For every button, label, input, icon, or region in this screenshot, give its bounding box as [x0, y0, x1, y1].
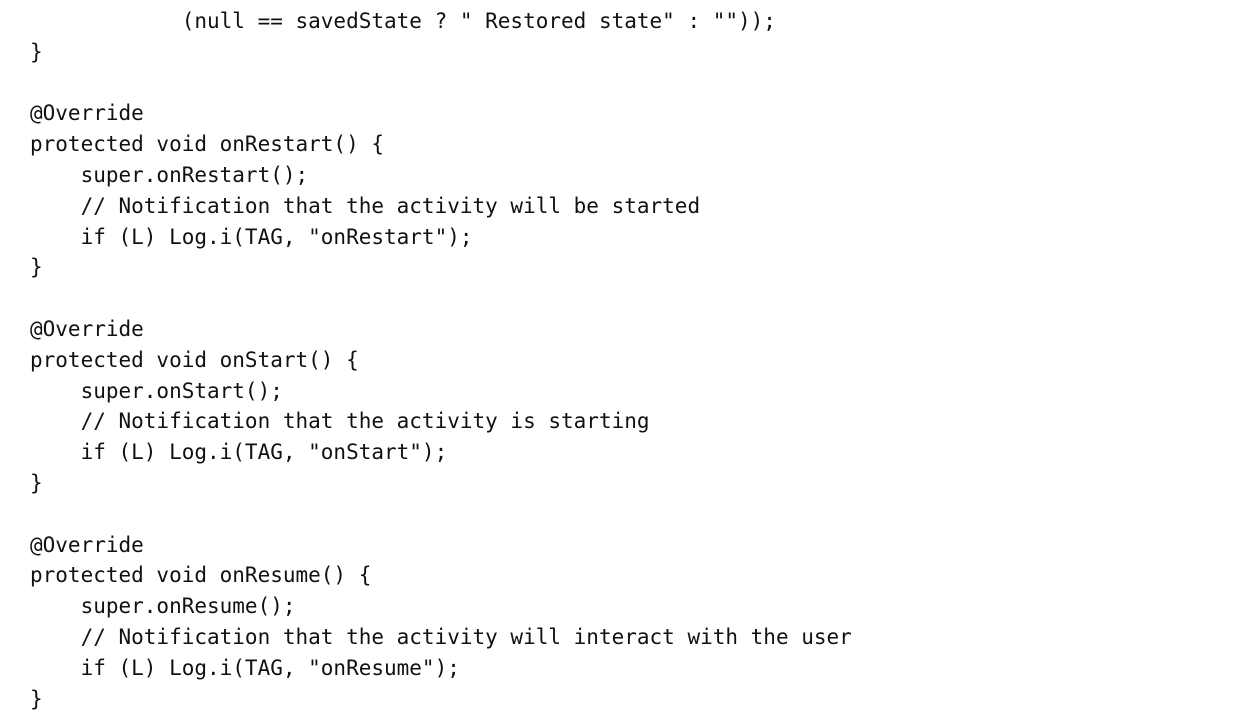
- code-line-closing-brace: }: [30, 686, 43, 711]
- code-line-log-onrestart: if (L) Log.i(TAG, "onRestart");: [30, 224, 473, 249]
- code-line-log-onresume: if (L) Log.i(TAG, "onResume");: [30, 655, 460, 680]
- code-line-closing-brace: }: [30, 39, 43, 64]
- code-line-super-onresume: super.onResume();: [30, 594, 296, 619]
- code-line-blank: [30, 283, 852, 314]
- code-line-continuation: (null == savedState ? " Restored state" …: [30, 9, 776, 33]
- code-block: (null == savedState ? " Restored state" …: [30, 6, 852, 714]
- code-line-super-onstart: super.onStart();: [30, 378, 283, 403]
- code-line-comment: // Notification that the activity will b…: [30, 193, 701, 218]
- code-line-closing-brace: }: [30, 470, 43, 495]
- code-line-log-onstart: if (L) Log.i(TAG, "onStart");: [30, 440, 448, 465]
- code-line-onstart-signature: protected void onStart() {: [30, 347, 359, 372]
- code-line-super-onrestart: super.onRestart();: [30, 162, 309, 187]
- code-line-override-annotation: @Override: [30, 101, 144, 126]
- code-line-onrestart-signature: protected void onRestart() {: [30, 132, 385, 157]
- code-line-override-annotation: @Override: [30, 316, 144, 341]
- code-line-closing-brace: }: [30, 255, 43, 280]
- code-line-comment: // Notification that the activity will i…: [30, 624, 852, 649]
- code-line-blank: [30, 499, 852, 530]
- code-line-blank: [30, 68, 852, 99]
- code-line-override-annotation: @Override: [30, 532, 144, 557]
- code-line-comment: // Notification that the activity is sta…: [30, 409, 650, 434]
- code-line-onresume-signature: protected void onResume() {: [30, 563, 372, 588]
